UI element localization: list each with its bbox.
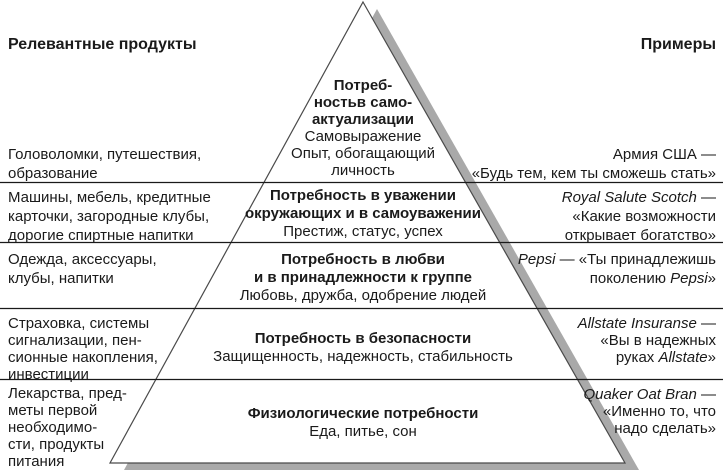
example-line: «Какие возможности — [572, 208, 716, 225]
example-text: — — [696, 315, 716, 332]
product-line: инвестиции — [8, 366, 89, 383]
product-line: необходимо- — [8, 419, 98, 436]
product-line: питания — [8, 453, 65, 470]
example-text: — «Ты принадлежишь — [555, 251, 716, 268]
example-text: руках — [615, 349, 659, 366]
band-title-line: Потребность в безопасности — [254, 330, 472, 347]
example-row-physiological: Quaker Oat Bran — «Именно то, что надо с… — [583, 386, 716, 437]
band-desc-line: Опыт, обогащающий — [291, 145, 435, 162]
brand-name: Pepsi — [670, 270, 708, 287]
band-desc: Самовыражение Опыт, обогащающий личность — [163, 128, 563, 179]
brand-name: Allstate Insuranse — [577, 315, 697, 332]
pyramid-outline — [108, 0, 627, 464]
band-desc-line: Любовь, дружба, одобрение людей — [239, 287, 487, 304]
product-line: образование — [8, 165, 98, 182]
pyramid-band-safety: Потребность в безопасности Защищенность,… — [163, 330, 563, 366]
band-title-line: ностьв само- — [313, 94, 413, 111]
band-desc: Престиж, статус, успех — [163, 223, 563, 241]
example-line: «Вы в надежных — [600, 332, 716, 349]
product-line: дорогие спиртные напитки — [8, 227, 194, 244]
band-title: Потребность в безопасности — [163, 330, 563, 348]
example-line: «Будь тем, кем ты сможешь стать» — [471, 165, 716, 182]
brand-name: Allstate — [658, 349, 708, 366]
example-line: Pepsi — «Ты принадлежишь — [518, 250, 716, 269]
band-title-line: окружающих и в самоуважении — [244, 205, 481, 222]
product-line: клубы, напитки — [8, 270, 114, 287]
band-title-line: Потребность в уважении — [270, 187, 456, 204]
product-row-belonging: Одежда, аксессуары, клубы, напитки — [8, 250, 157, 288]
product-row-esteem: Машины, мебель, кредитные карточки, заго… — [8, 188, 211, 245]
band-desc: Еда, питье, сон — [163, 423, 563, 441]
band-title: Физиологические потребности — [163, 405, 563, 423]
example-text: — — [696, 386, 716, 403]
product-row-physiological: Лекарства, пред- меты первой необходимо-… — [8, 385, 127, 470]
example-text: » — [707, 270, 716, 287]
product-line: сти, продукты — [8, 436, 105, 453]
example-line: открывает богатство» — [564, 227, 716, 244]
example-line: руках Allstate» — [578, 349, 716, 366]
band-desc: Защищенность, надежность, стабильность — [163, 348, 563, 366]
example-row-self-actualization: Армия США — «Будь тем, кем ты сможешь ст… — [472, 145, 716, 183]
band-title-line: Потреб- — [333, 77, 393, 94]
product-line: сигнализации, пен- — [8, 332, 142, 349]
example-line: поколению Pepsi» — [518, 269, 716, 288]
brand-name: Pepsi — [517, 251, 556, 268]
band-title-line: Физиологические потребности — [247, 405, 479, 422]
product-line: карточки, загородные клубы, — [8, 208, 210, 225]
product-line: меты первой — [8, 402, 98, 419]
pyramid-band-esteem: Потребность в уважении окружающих и в са… — [163, 187, 563, 241]
example-line: «Именно то, что — [602, 403, 716, 420]
product-line: Одежда, аксессуары, — [8, 251, 157, 268]
band-title: Потребность в уважении окружающих и в са… — [163, 187, 563, 223]
band-desc-line: Самовыражение — [304, 128, 422, 145]
band-title: Потребность в любви и в принадлежности к… — [163, 251, 563, 287]
product-row-self-actualization: Головоломки, путешествия, образование — [8, 145, 201, 183]
product-line: Головоломки, путешествия, — [8, 146, 202, 163]
band-desc-line: Престиж, статус, успех — [283, 223, 443, 240]
band-desc-line: Защищенность, надежность, стабильность — [213, 348, 513, 365]
example-line: Royal Salute Scotch — — [562, 188, 716, 207]
example-line: Quaker Oat Bran — — [583, 386, 716, 403]
band-title-line: и в принадлежности к группе — [253, 269, 473, 286]
product-line: Страховка, системы — [8, 315, 150, 332]
pyramid-band-belonging: Потребность в любви и в принадлежности к… — [163, 251, 563, 305]
example-text: — — [696, 189, 716, 206]
product-line: Машины, мебель, кредитные — [8, 189, 211, 206]
example-row-safety: Allstate Insuranse — «Вы в надежных рука… — [578, 315, 716, 366]
examples-header: Примеры — [640, 36, 716, 53]
band-desc-line: личность — [331, 162, 395, 179]
band-title: Потреб- ностьв само- актуализации — [163, 77, 563, 128]
products-header: Релевантные продукты — [8, 36, 197, 53]
product-row-safety: Страховка, системы сигнализации, пен- си… — [8, 315, 158, 383]
pyramid-band-self-actualization: Потреб- ностьв само- актуализации Самовы… — [163, 77, 563, 179]
example-row-esteem: Royal Salute Scotch — «Какие возможности… — [562, 188, 716, 245]
example-line: Allstate Insuranse — — [578, 315, 716, 332]
product-line: сионные накопления, — [8, 349, 158, 366]
brand-name: Quaker Oat Bran — [583, 386, 697, 403]
example-line: Армия США — — [612, 146, 716, 163]
example-text: » — [707, 349, 716, 366]
band-desc: Любовь, дружба, одобрение людей — [163, 287, 563, 305]
example-text: поколению — [589, 270, 671, 287]
band-desc-line: Еда, питье, сон — [309, 423, 417, 440]
band-title-line: Потребность в любви — [281, 251, 445, 268]
band-title-line: актуализации — [311, 111, 415, 128]
pyramid-band-physiological: Физиологические потребности Еда, питье, … — [163, 405, 563, 441]
product-line: Лекарства, пред- — [8, 385, 127, 402]
example-line: надо сделать» — [614, 420, 716, 437]
example-row-belonging: Pepsi — «Ты принадлежишь поколению Pepsi… — [518, 250, 716, 288]
brand-name: Royal Salute Scotch — [561, 189, 697, 206]
